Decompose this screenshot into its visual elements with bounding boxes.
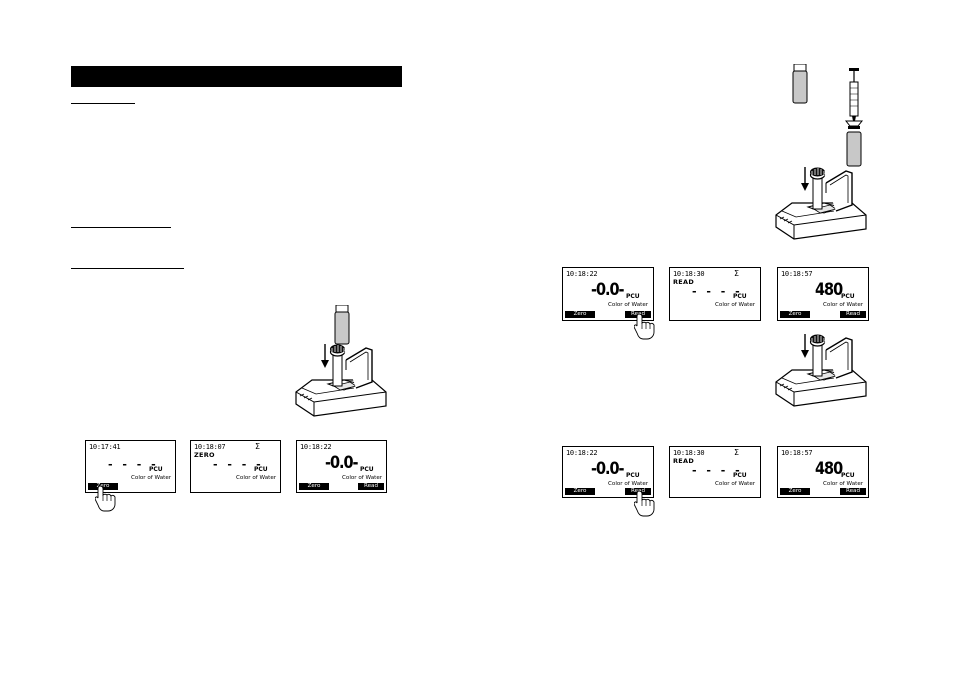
- lcd-parameter: Color of Water: [715, 481, 756, 487]
- lcd-unit: PCU: [149, 466, 163, 473]
- lcd-screen: 10:18:30 Σ READ- - - -PCU Color of Water: [669, 446, 761, 498]
- lcd-reading: 480: [815, 280, 843, 300]
- lcd-time: 10:18:22: [566, 270, 598, 278]
- lcd-time: 10:18:22: [566, 449, 598, 457]
- lcd-time: 10:18:57: [781, 449, 813, 457]
- lcd-parameter: Color of Water: [131, 475, 172, 481]
- subheading-underline-1: [71, 103, 135, 104]
- softkey-zero[interactable]: Zero: [780, 311, 810, 318]
- lcd-parameter: Color of Water: [236, 475, 277, 481]
- lcd-unit: PCU: [360, 466, 374, 473]
- pointing-hand-icon: [634, 491, 655, 517]
- empty-vial-illustration: [792, 64, 808, 104]
- softkey-zero[interactable]: Zero: [780, 488, 810, 495]
- syringe-filter-illustration: [844, 68, 864, 167]
- lcd-parameter: Color of Water: [715, 302, 756, 308]
- lcd-mode-label: READ: [673, 457, 695, 465]
- softkey-zero[interactable]: Zero: [565, 311, 595, 318]
- subheading-underline-3: [71, 268, 184, 269]
- lcd-unit: PCU: [733, 472, 747, 479]
- lcd-time: 10:18:22: [300, 443, 332, 451]
- lcd-time: 10:17:41: [89, 443, 121, 451]
- section-title-bar: [71, 66, 402, 87]
- lcd-mode-label: ZERO: [194, 451, 215, 459]
- softkey-zero[interactable]: Zero: [299, 483, 329, 490]
- lcd-sigma-icon: Σ: [734, 448, 740, 457]
- lcd-time: 10:18:30: [673, 449, 705, 457]
- lcd-reading: - - - -: [213, 458, 264, 471]
- lcd-sigma-icon: Σ: [734, 269, 740, 278]
- lcd-time: 10:18:07: [194, 443, 226, 451]
- lcd-unit: PCU: [841, 472, 855, 479]
- meter-insert-sample-illustration-2: [775, 333, 867, 407]
- meter-insert-sample-illustration-1: [775, 166, 867, 240]
- lcd-parameter: Color of Water: [608, 302, 649, 308]
- lcd-reading: 480: [815, 459, 843, 479]
- pointing-hand-icon: [634, 314, 655, 340]
- lcd-unit: PCU: [841, 293, 855, 300]
- lcd-screen: 10:18:30 Σ READ- - - -PCU Color of Water: [669, 267, 761, 321]
- lcd-unit: PCU: [254, 466, 268, 473]
- lcd-reading: - - - -: [108, 458, 159, 471]
- pointing-hand-icon: [95, 486, 116, 512]
- lcd-unit: PCU: [626, 293, 640, 300]
- subheading-underline-2: [71, 227, 171, 228]
- lcd-reading: - - - -: [692, 464, 743, 477]
- lcd-unit: PCU: [733, 293, 747, 300]
- lcd-time: 10:18:57: [781, 270, 813, 278]
- lcd-time: 10:18:30: [673, 270, 705, 278]
- lcd-screen: 10:18:07 Σ ZERO- - - -PCU Color of Water: [190, 440, 281, 493]
- softkey-read[interactable]: Read: [840, 311, 866, 318]
- lcd-mode-label: READ: [673, 278, 695, 286]
- lcd-sigma-icon: Σ: [255, 442, 261, 451]
- softkey-zero[interactable]: Zero: [565, 488, 595, 495]
- meter-insert-vial-illustration: [295, 343, 387, 417]
- lcd-parameter: Color of Water: [608, 481, 649, 487]
- lcd-unit: PCU: [626, 472, 640, 479]
- lcd-reading: -0.0-: [325, 453, 359, 473]
- lcd-reading: - - - -: [692, 285, 743, 298]
- lcd-reading: -0.0-: [591, 459, 625, 479]
- softkey-zero[interactable]: Zero: [88, 483, 118, 490]
- softkey-read[interactable]: Read: [358, 483, 384, 490]
- softkey-read[interactable]: Read: [840, 488, 866, 495]
- lcd-parameter: Color of Water: [823, 302, 864, 308]
- lcd-reading: -0.0-: [591, 280, 625, 300]
- lcd-parameter: Color of Water: [823, 481, 864, 487]
- lcd-parameter: Color of Water: [342, 475, 383, 481]
